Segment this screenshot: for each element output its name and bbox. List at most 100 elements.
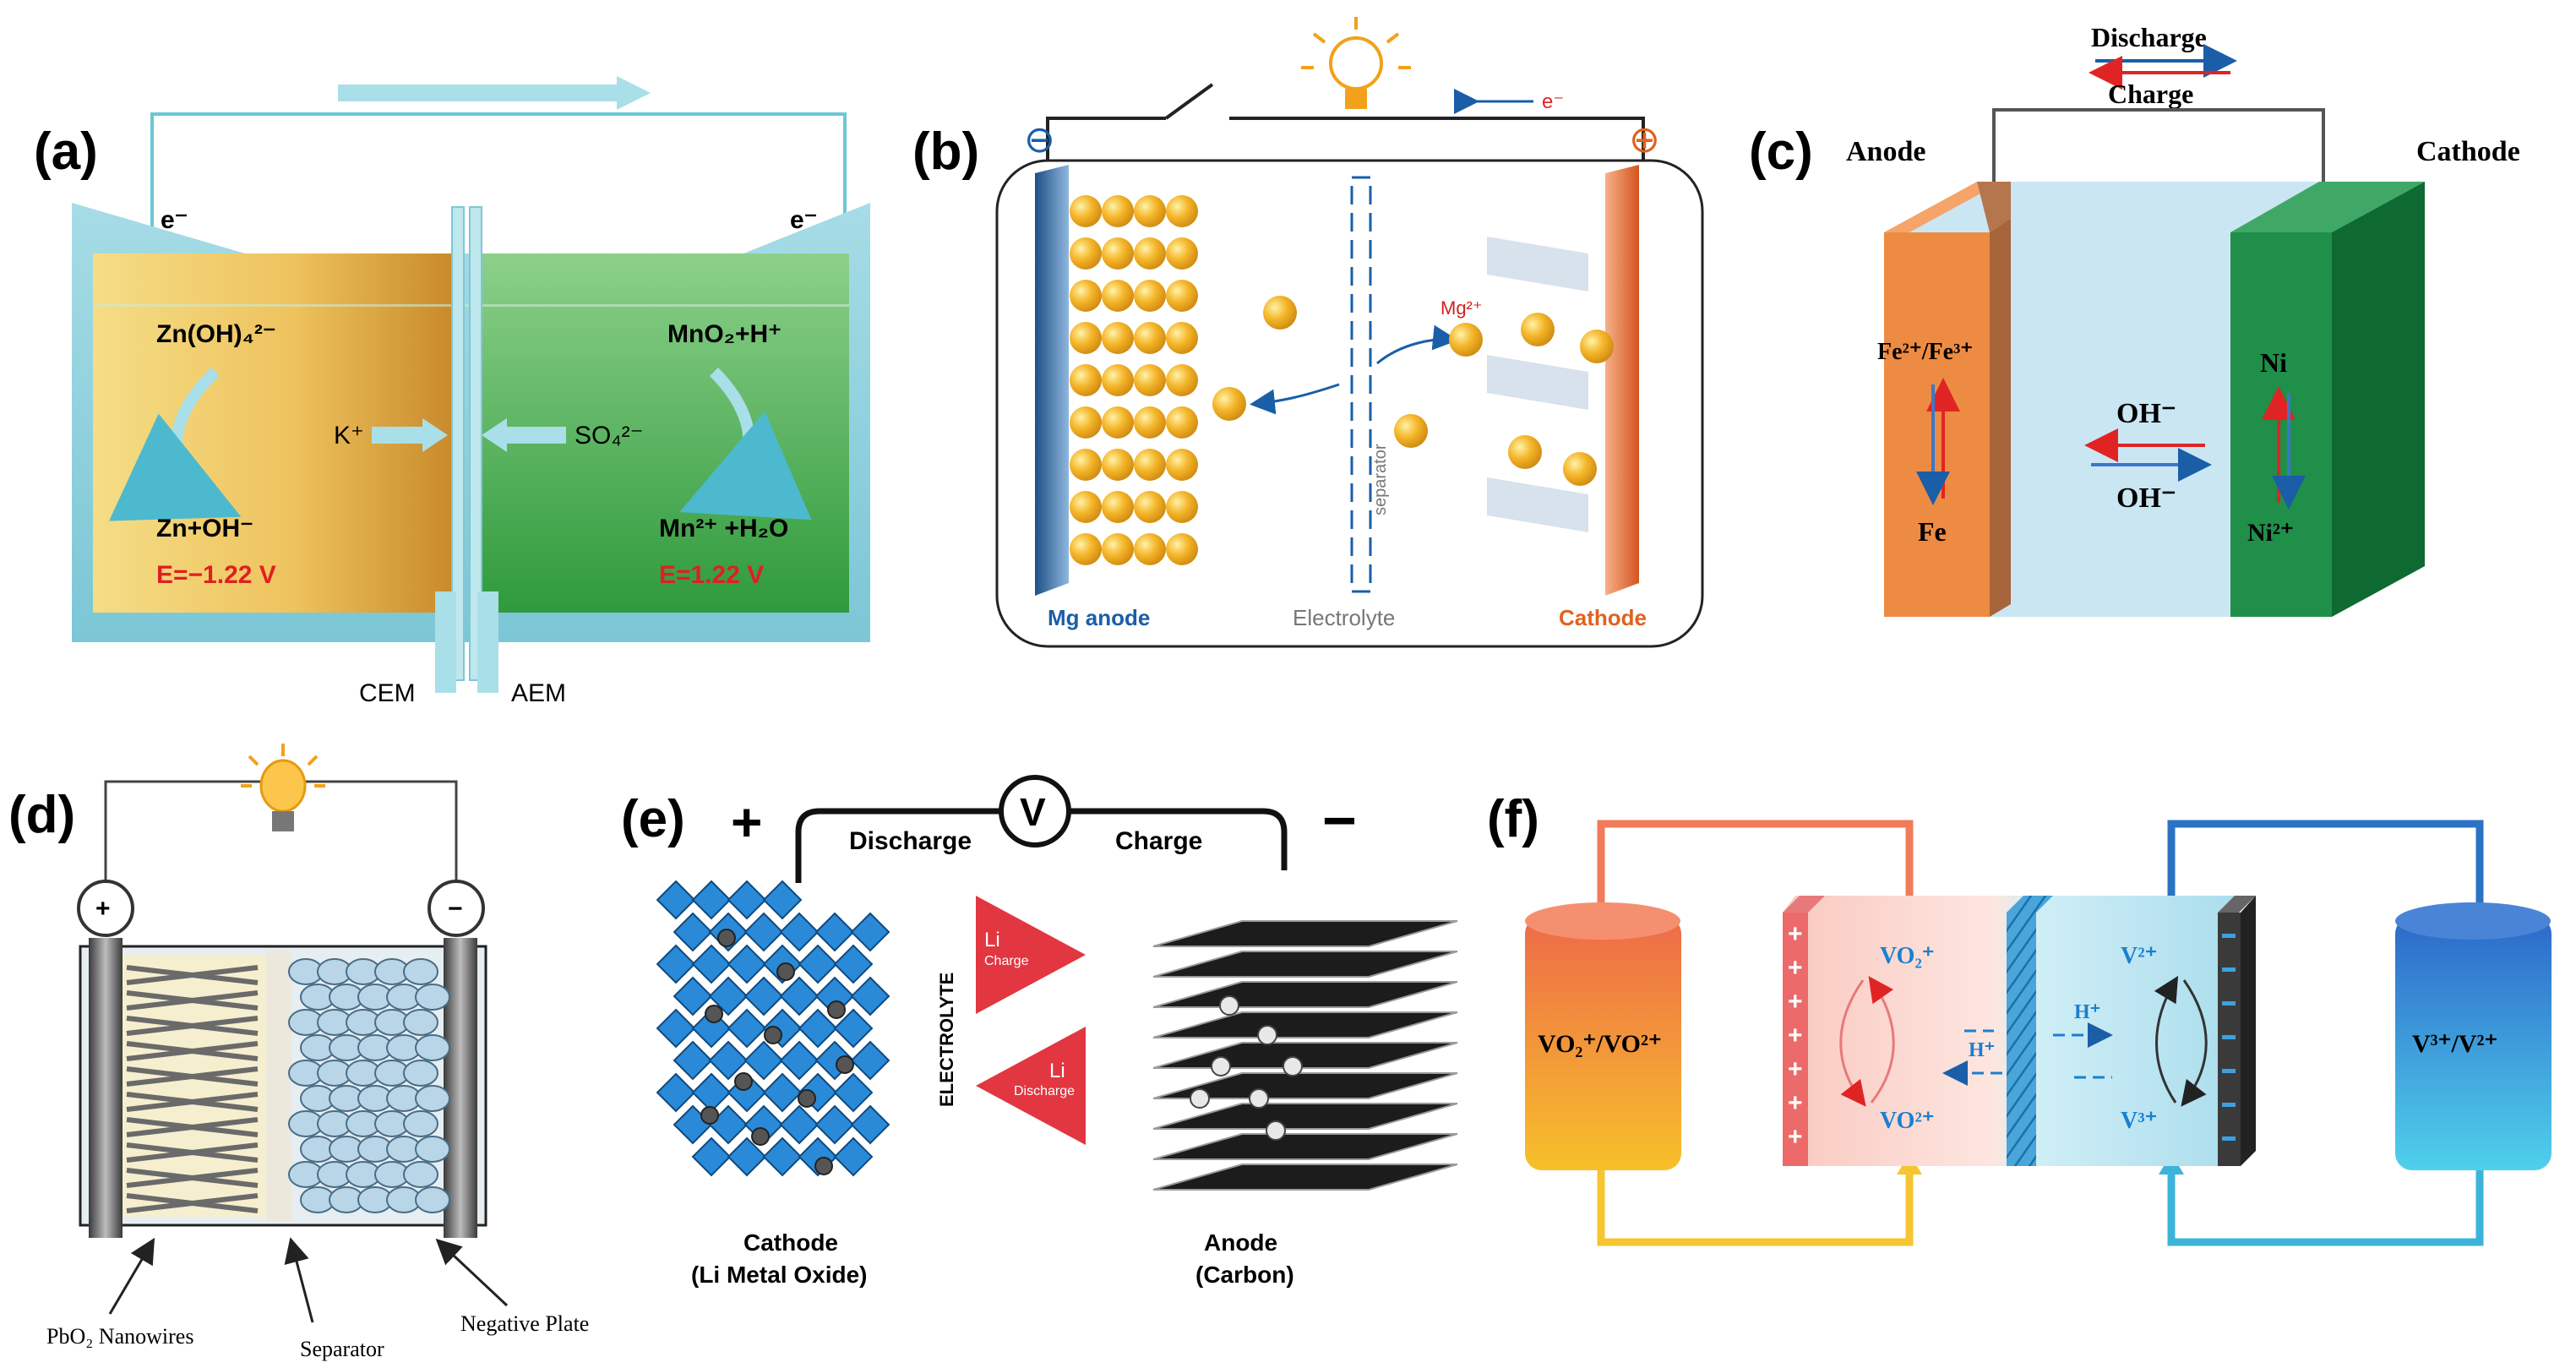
metal-oxide-octahedron [850,1040,890,1081]
metal-oxide-octahedron [727,1008,767,1049]
pipe-right-top [2167,820,2484,917]
metal-oxide-octahedron [779,912,820,952]
right-tank-label: V³⁺/V²⁺ [2412,1030,2497,1058]
cathode-label-b: Cathode [1559,605,1647,630]
minus-sign [2222,1103,2236,1107]
negative-plate-particles [288,958,450,1213]
charge-label-e: Charge [1115,827,1202,855]
mg-atom [1166,449,1198,481]
anode-slab-front [1884,232,1990,617]
metal-oxide-octahedron [743,976,784,1016]
minus-sign [2222,1001,2236,1006]
potential-left-a: E=−1.22 V [156,561,276,589]
mg-ion [1508,435,1542,469]
metal-oxide-octahedron [833,1008,874,1049]
mg-atom [1134,237,1166,270]
particle [415,984,450,1011]
metal-oxide-octahedron [691,1072,732,1113]
mg-anode-label: Mg anode [1048,605,1150,630]
mg-atom [1102,449,1134,481]
graphene-layer [1152,1072,1458,1099]
minus-sign [2222,1035,2236,1039]
metal-oxide-octahedron [656,944,696,984]
metal-oxide-octahedron [814,1104,855,1145]
ni-ion-label: Ni²⁺ [2247,519,2294,547]
cycle-arrow-right-a [679,368,812,520]
pbo2-nanowires [126,965,259,1213]
li-ion [1283,1056,1303,1076]
negative-electrolyte-tank [2395,917,2551,1170]
li-ion [764,1026,782,1044]
mg-atom [1166,237,1198,270]
mg-anode-plate [1035,165,1069,596]
li-charge-label: Charge [984,954,1029,968]
mg-ion [1580,330,1614,363]
terminal-minus-d: − [448,895,463,923]
separator-label-d: Separator [300,1337,384,1361]
graphene-layer [1152,981,1458,1008]
panel-a-tag: (a) [34,123,98,181]
pipe-left-top [1597,820,1914,917]
h-right-label: H⁺ [2074,1001,2100,1023]
li-ion [1249,1088,1269,1109]
charge-label-c: Charge [2108,79,2193,109]
particle [415,1136,450,1163]
zn-oh-label: Zn+OH⁻ [156,515,253,542]
plus-sign: + [1788,1089,1803,1117]
cathode-plate [1605,165,1639,596]
metal-oxide-octahedron [743,912,784,952]
redox-arrow-left-f [1839,979,1866,1107]
cathode-lattice [656,880,890,1177]
terminal-positive-d [77,880,134,937]
li-ion [836,1055,854,1074]
metal-oxide-octahedron [656,880,696,920]
anode-slab-side [1990,218,2011,617]
metal-oxide-octahedron [779,1104,820,1145]
terminal-minus-b: ⊖ [1024,119,1055,161]
nanowire [126,1066,259,1087]
mg-atom [1070,533,1102,565]
metal-oxide-octahedron [798,944,838,984]
particle [415,1034,450,1061]
mg-atom [1102,406,1134,439]
membrane-f [2007,896,2053,1166]
electron-label-b: e⁻ [1542,90,1564,113]
negative-electrode-d [444,938,477,1238]
panel-e-tag: (e) [621,790,685,848]
so4-ion-label: SO₄²⁻ [575,422,643,450]
metal-oxide-octahedron [691,1136,732,1177]
nanowire [126,1168,259,1188]
plus-sign: + [1788,988,1803,1016]
cem-label: CEM [359,679,416,707]
circuit-wire-a [150,112,847,241]
fe-couple-label: Fe²⁺/Fe³⁺ [1877,339,1973,365]
particle [415,1085,450,1112]
switch-b [1164,83,1214,120]
lightbulb-icon [1301,17,1411,109]
graphene-layer [1152,1042,1458,1069]
mg-atom [1070,364,1102,396]
cathode-slab-side [2332,182,2425,617]
panel-f-tag: (f) [1487,790,1539,848]
nanowire [126,1092,259,1112]
pipe-left-bottom [1597,1170,1914,1246]
mg-ion [1394,414,1428,448]
metal-oxide-octahedron [850,912,890,952]
li-ion [717,929,736,947]
mg-atom [1134,533,1166,565]
cathode-slab-front [2230,232,2332,617]
aem-membrane [469,206,482,681]
metal-oxide-octahedron [691,880,732,920]
terminal-plus-e: + [731,792,762,853]
metal-oxide-octahedron [727,880,767,920]
metal-oxide-octahedron [656,1008,696,1049]
metal-oxide-octahedron [673,912,713,952]
nanowire [126,1117,259,1137]
mg-atom [1102,237,1134,270]
anode-graphite-stack [1152,920,1458,1191]
panel-b-tag: (b) [912,123,979,181]
mg-ion [1212,387,1246,421]
metal-oxide-octahedron [850,976,890,1016]
mg-atom [1070,280,1102,312]
